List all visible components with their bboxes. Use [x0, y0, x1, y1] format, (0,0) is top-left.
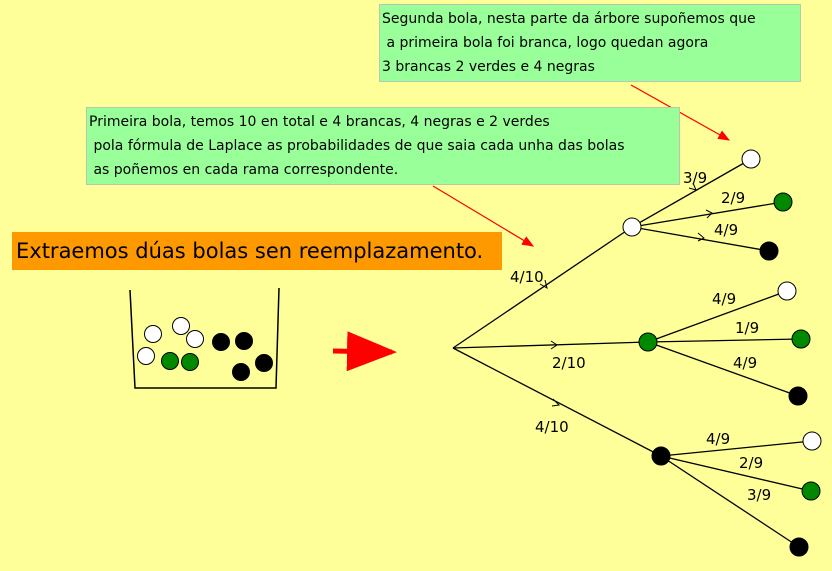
leaf-white [777, 281, 797, 301]
white-ball [144, 325, 162, 343]
note-line: Primeira bola, temos 10 en total e 4 bra… [89, 114, 550, 130]
note-line: Segunda bola, nesta parte da árbore supo… [382, 11, 756, 27]
note-line: pola fórmula de Laplace as probabilidade… [89, 138, 625, 154]
black-ball [232, 363, 250, 381]
probability-labels: 4/10 2/10 4/10 3/9 2/9 4/9 4/9 1/9 4/9 4… [510, 169, 771, 504]
prob-label: 3/9 [683, 169, 707, 187]
node-green [638, 332, 658, 352]
prob-label: 4/9 [712, 290, 736, 308]
leaf-green [801, 481, 821, 501]
branch-arrowheads [539, 182, 713, 407]
green-ball [161, 352, 179, 370]
note-line: a primeira bola foi branca, logo quedan … [382, 35, 709, 51]
node-white [622, 217, 642, 237]
node-black [651, 446, 671, 466]
urn [129, 287, 280, 389]
white-ball [137, 347, 155, 365]
prob-label: 4/10 [510, 268, 544, 286]
tree-branches [452, 158, 813, 548]
urn-balls [137, 317, 273, 381]
prob-label: 3/9 [747, 486, 771, 504]
title-banner: Extraemos dúas bolas sen reemplazamento. [12, 232, 502, 270]
black-ball [235, 332, 253, 350]
prob-label: 4/9 [706, 430, 730, 448]
white-ball [186, 330, 204, 348]
leaf-white [802, 431, 822, 451]
white-ball [172, 317, 190, 335]
note-line: 3 brancas 2 verdes e 4 negras [382, 59, 595, 75]
note-second-ball: Segunda bola, nesta parte da árbore supo… [379, 4, 801, 82]
prob-label: 4/9 [733, 354, 757, 372]
prob-label: 2/9 [721, 189, 745, 207]
black-ball [255, 354, 273, 372]
tree-nodes [622, 149, 822, 557]
leaf-black [789, 537, 809, 557]
green-ball [181, 353, 199, 371]
leaf-black [759, 241, 779, 261]
note-first-ball: Primeira bola, temos 10 en total e 4 bra… [86, 107, 680, 185]
leaf-green [773, 192, 793, 212]
red-arrow-icon [332, 331, 397, 372]
prob-label: 2/9 [739, 454, 763, 472]
leaf-white [741, 149, 761, 169]
prob-label: 4/9 [714, 221, 738, 239]
leaf-black [788, 386, 808, 406]
black-ball [212, 333, 230, 351]
pointer-arrow-second [630, 84, 731, 141]
prob-label: 4/10 [535, 418, 569, 436]
prob-label: 2/10 [552, 354, 586, 372]
note-line: as poñemos en cada rama correspondente. [89, 162, 399, 178]
leaf-green [791, 329, 811, 349]
pointer-arrow-first [432, 185, 535, 247]
prob-label: 1/9 [735, 319, 759, 337]
